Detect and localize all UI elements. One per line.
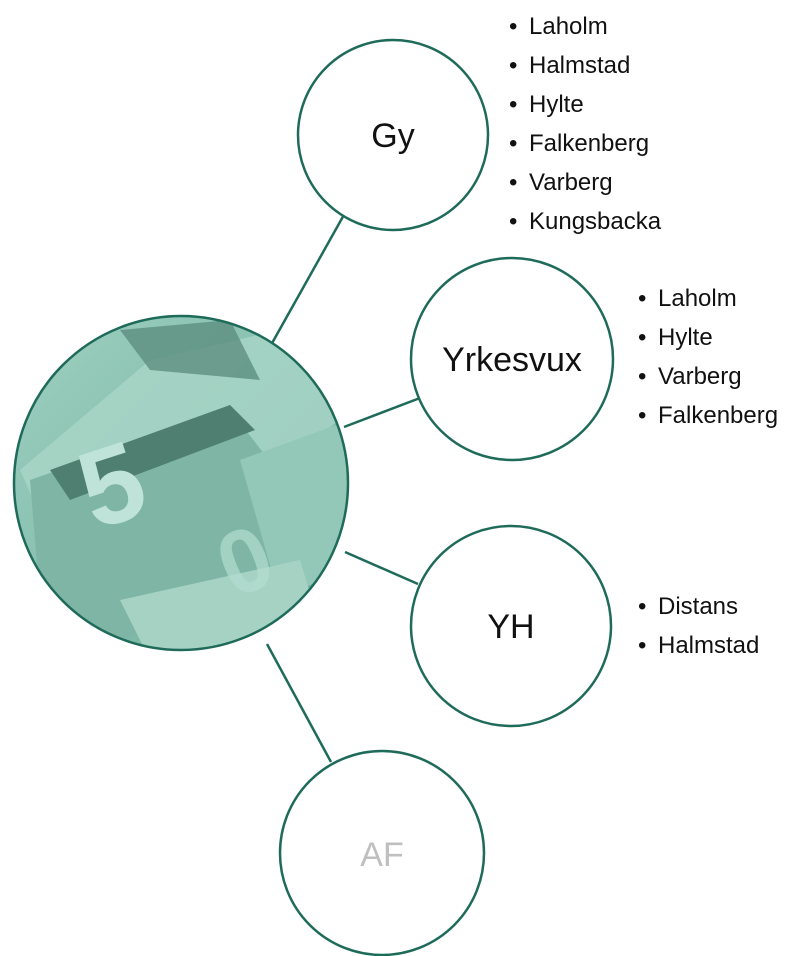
node-label-af: AF <box>360 836 403 874</box>
gy-location-list: Laholm Halmstad Hylte Falkenberg Varberg… <box>509 7 661 241</box>
list-item: Halmstad <box>638 626 759 665</box>
connector-af <box>265 643 333 763</box>
list-item: Laholm <box>509 7 661 46</box>
node-yh[interactable]: YH <box>409 524 613 728</box>
list-item: Halmstad <box>509 46 661 85</box>
list-item: Falkenberg <box>509 124 661 163</box>
list-item: Varberg <box>638 357 778 396</box>
list-item: Kungsbacka <box>509 202 661 241</box>
list-item: Laholm <box>638 279 778 318</box>
node-label-yrkesvux: Yrkesvux <box>442 341 582 379</box>
node-label-gy: Gy <box>371 117 414 155</box>
yh-location-list: Distans Halmstad <box>638 587 759 665</box>
list-item: Varberg <box>509 163 661 202</box>
node-label-yh: YH <box>487 608 534 646</box>
list-item: Hylte <box>638 318 778 357</box>
node-af[interactable]: AF <box>278 749 486 956</box>
node-yrkesvux[interactable]: Yrkesvux <box>409 256 615 462</box>
list-item: Hylte <box>509 85 661 124</box>
connector-yh <box>344 550 419 586</box>
connector-yrkesvux <box>343 396 421 429</box>
list-item: Distans <box>638 587 759 626</box>
node-gy[interactable]: Gy <box>296 38 490 232</box>
hub-image: 5 0 <box>12 314 350 652</box>
list-item: Falkenberg <box>638 396 778 435</box>
connector-gy <box>269 212 347 346</box>
yrkesvux-location-list: Laholm Hylte Varberg Falkenberg <box>638 279 778 435</box>
